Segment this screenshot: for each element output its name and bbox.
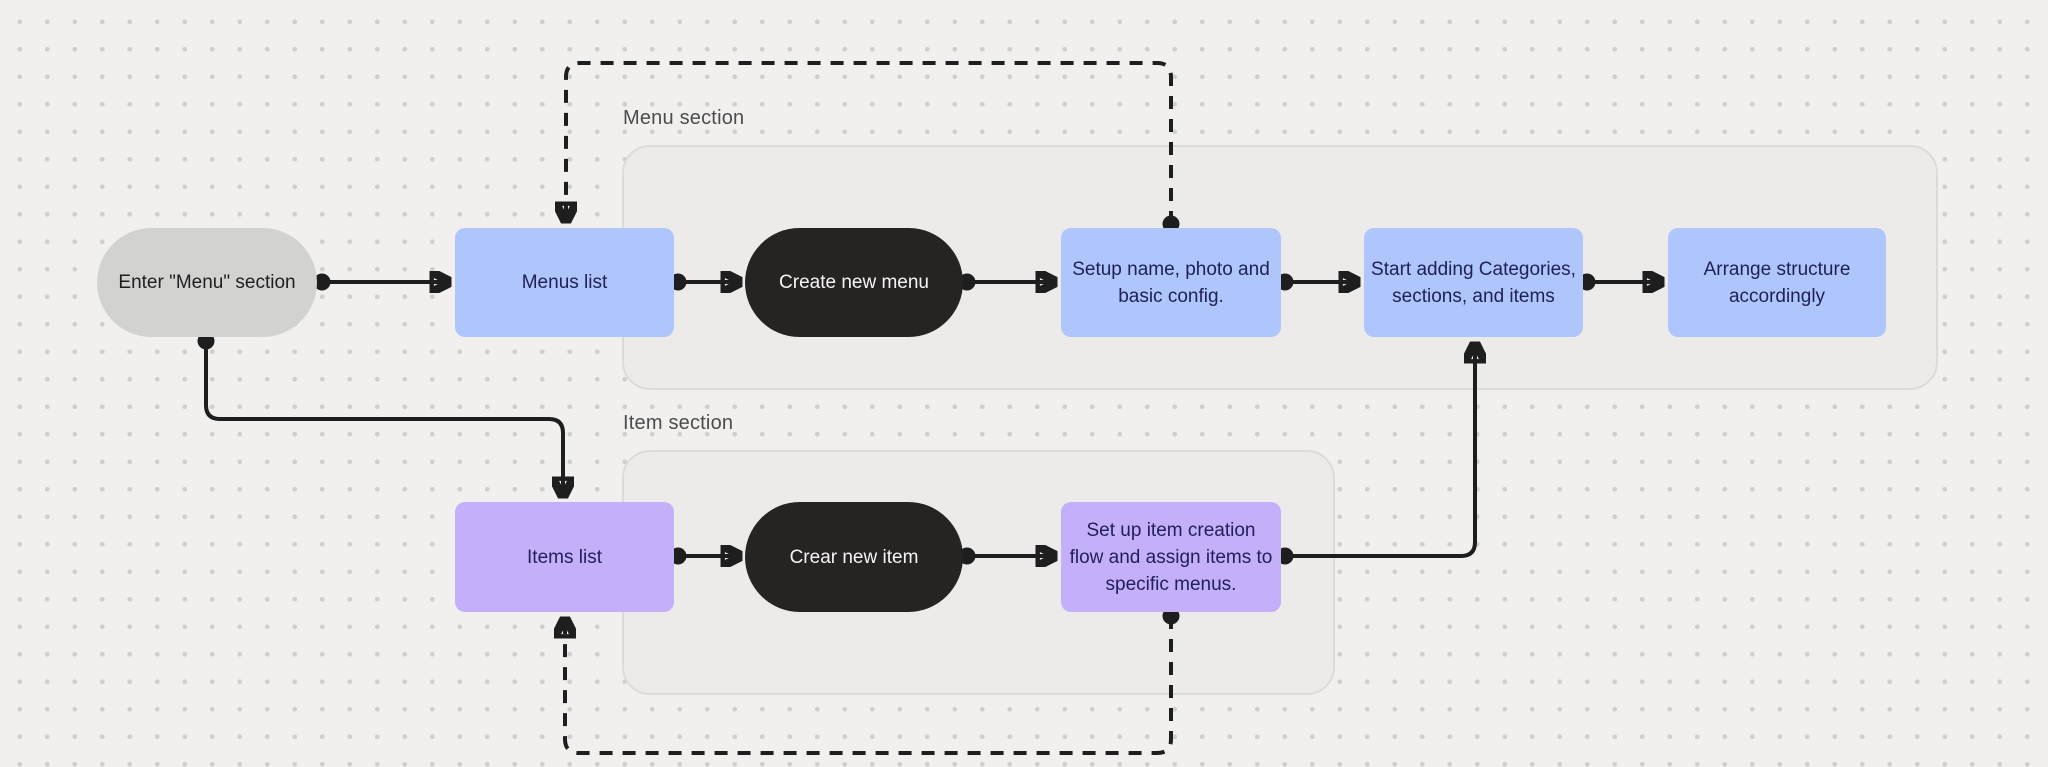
- node-label: Enter "Menu" section: [118, 272, 296, 293]
- connector-enter-to-items-list[interactable]: [197, 332, 564, 494]
- connector-menus-list-to-create-menu[interactable]: [669, 274, 738, 291]
- node-label: Arrange structure accordingly: [1703, 258, 1851, 307]
- connector-setup-item-creation-loop-to-items-list[interactable]: [565, 607, 1180, 755]
- node-label: Setup name, photo and basic config.: [1072, 258, 1270, 307]
- node-label: Create new menu: [779, 272, 929, 293]
- connector-line: [565, 616, 1173, 755]
- node-menus-list[interactable]: Menus list: [455, 228, 674, 337]
- node-enter-menu-section[interactable]: Enter "Menu" section: [97, 228, 317, 337]
- connector-setup-item-creation-to-start-adding[interactable]: [1276, 347, 1476, 565]
- node-crear-new-item[interactable]: Crear new item: [745, 502, 963, 612]
- node-create-new-menu[interactable]: Create new menu: [745, 228, 963, 337]
- menu-section-label[interactable]: Menu section: [623, 107, 745, 129]
- node-label: Menus list: [521, 272, 608, 293]
- node-label: Start adding Categories, sections, and i…: [1371, 258, 1576, 307]
- connector-line: [204, 341, 563, 493]
- connector-items-list-to-create-item[interactable]: [669, 548, 738, 565]
- connector-line: [1285, 347, 1475, 558]
- node-start-adding-categories[interactable]: Start adding Categories, sections, and i…: [1364, 228, 1583, 337]
- connector-line: [566, 61, 1173, 224]
- connector-create-item-to-setup-item-creation[interactable]: [958, 548, 1053, 565]
- node-label: Items list: [527, 546, 602, 568]
- node-setup-item-creation-flow[interactable]: Set up item creation flow and assign ite…: [1061, 502, 1281, 612]
- node-setup-name-photo-config[interactable]: Setup name, photo and basic config.: [1061, 228, 1281, 337]
- node-items-list[interactable]: Items list: [455, 502, 674, 612]
- connector-create-menu-to-setup-config[interactable]: [958, 274, 1053, 291]
- node-label: Set up item creation flow and assign ite…: [1069, 519, 1273, 595]
- item-section-label[interactable]: Item section: [623, 412, 734, 434]
- connector-setup-config-to-start-adding[interactable]: [1276, 274, 1356, 291]
- node-arrange-structure[interactable]: Arrange structure accordingly: [1668, 228, 1886, 337]
- connector-enter-to-menus-list[interactable]: [313, 274, 447, 291]
- connector-start-adding-to-arrange[interactable]: [1578, 274, 1660, 291]
- node-label: Crear new item: [789, 546, 919, 568]
- connector-setup-config-loop-to-menus-list[interactable]: [566, 61, 1180, 233]
